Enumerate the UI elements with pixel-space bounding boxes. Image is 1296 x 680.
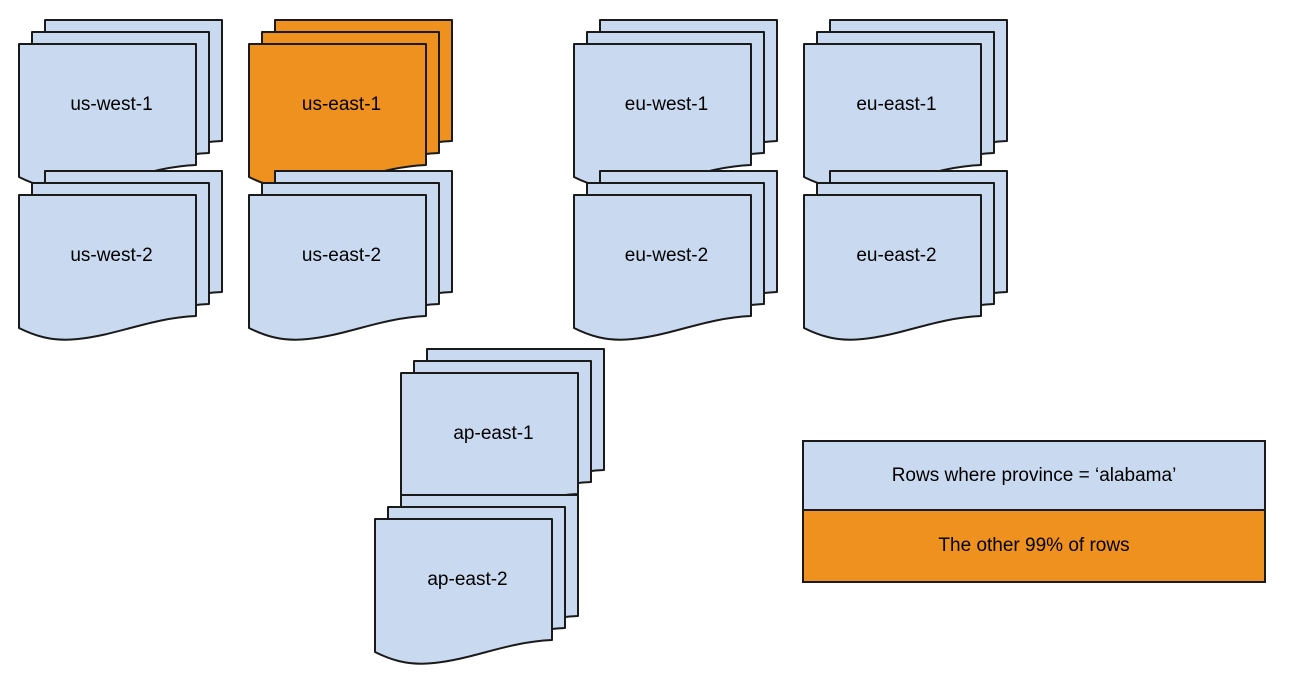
shard-sheet [573,43,752,190]
shard-sheet [374,518,553,665]
shard-stack-us-west-1[interactable]: us-west-1 [18,19,249,190]
shard-sheet [18,43,197,190]
shard-stack-us-east-1[interactable]: us-east-1 [248,19,479,190]
shard-stack-eu-west-1[interactable]: eu-west-1 [573,19,804,190]
shard-stack-shape [803,19,1008,190]
shard-stack-us-west-2[interactable]: us-west-2 [18,170,249,341]
shard-stack-eu-east-1[interactable]: eu-east-1 [803,19,1034,190]
shard-sheet [248,194,427,341]
legend-row-label: Rows where province = ‘alabama’ [891,464,1177,486]
shard-stack-ap-east-1[interactable]: ap-east-1 [400,348,631,519]
shard-stack-shape [374,494,579,665]
shard-stack-shape [803,170,1008,341]
shard-stack-shape [573,170,778,341]
legend-row-label: The other 99% of rows [938,535,1130,556]
shard-stack-shape [248,170,453,341]
legend-row-matching-rows: Rows where province = ‘alabama’ [804,442,1264,511]
shard-sheet [803,194,982,341]
shard-stack-eu-east-2[interactable]: eu-east-2 [803,170,1034,341]
shard-stack-shape [18,19,223,190]
shard-sheet [18,194,197,341]
legend: Rows where province = ‘alabama’ The other… [802,440,1266,583]
shard-stack-shape [18,170,223,341]
legend-row-other-rows: The other 99% of rows [804,511,1264,581]
shard-sheet [573,194,752,341]
shard-sheet [248,43,427,190]
shard-stack-eu-west-2[interactable]: eu-west-2 [573,170,804,341]
shard-stack-us-east-2[interactable]: us-east-2 [248,170,479,341]
shard-stack-shape [248,19,453,190]
shard-stack-shape [573,19,778,190]
shard-stack-ap-east-2[interactable]: ap-east-2 [374,494,605,665]
shard-sheet [803,43,982,190]
shard-stack-shape [400,348,605,519]
